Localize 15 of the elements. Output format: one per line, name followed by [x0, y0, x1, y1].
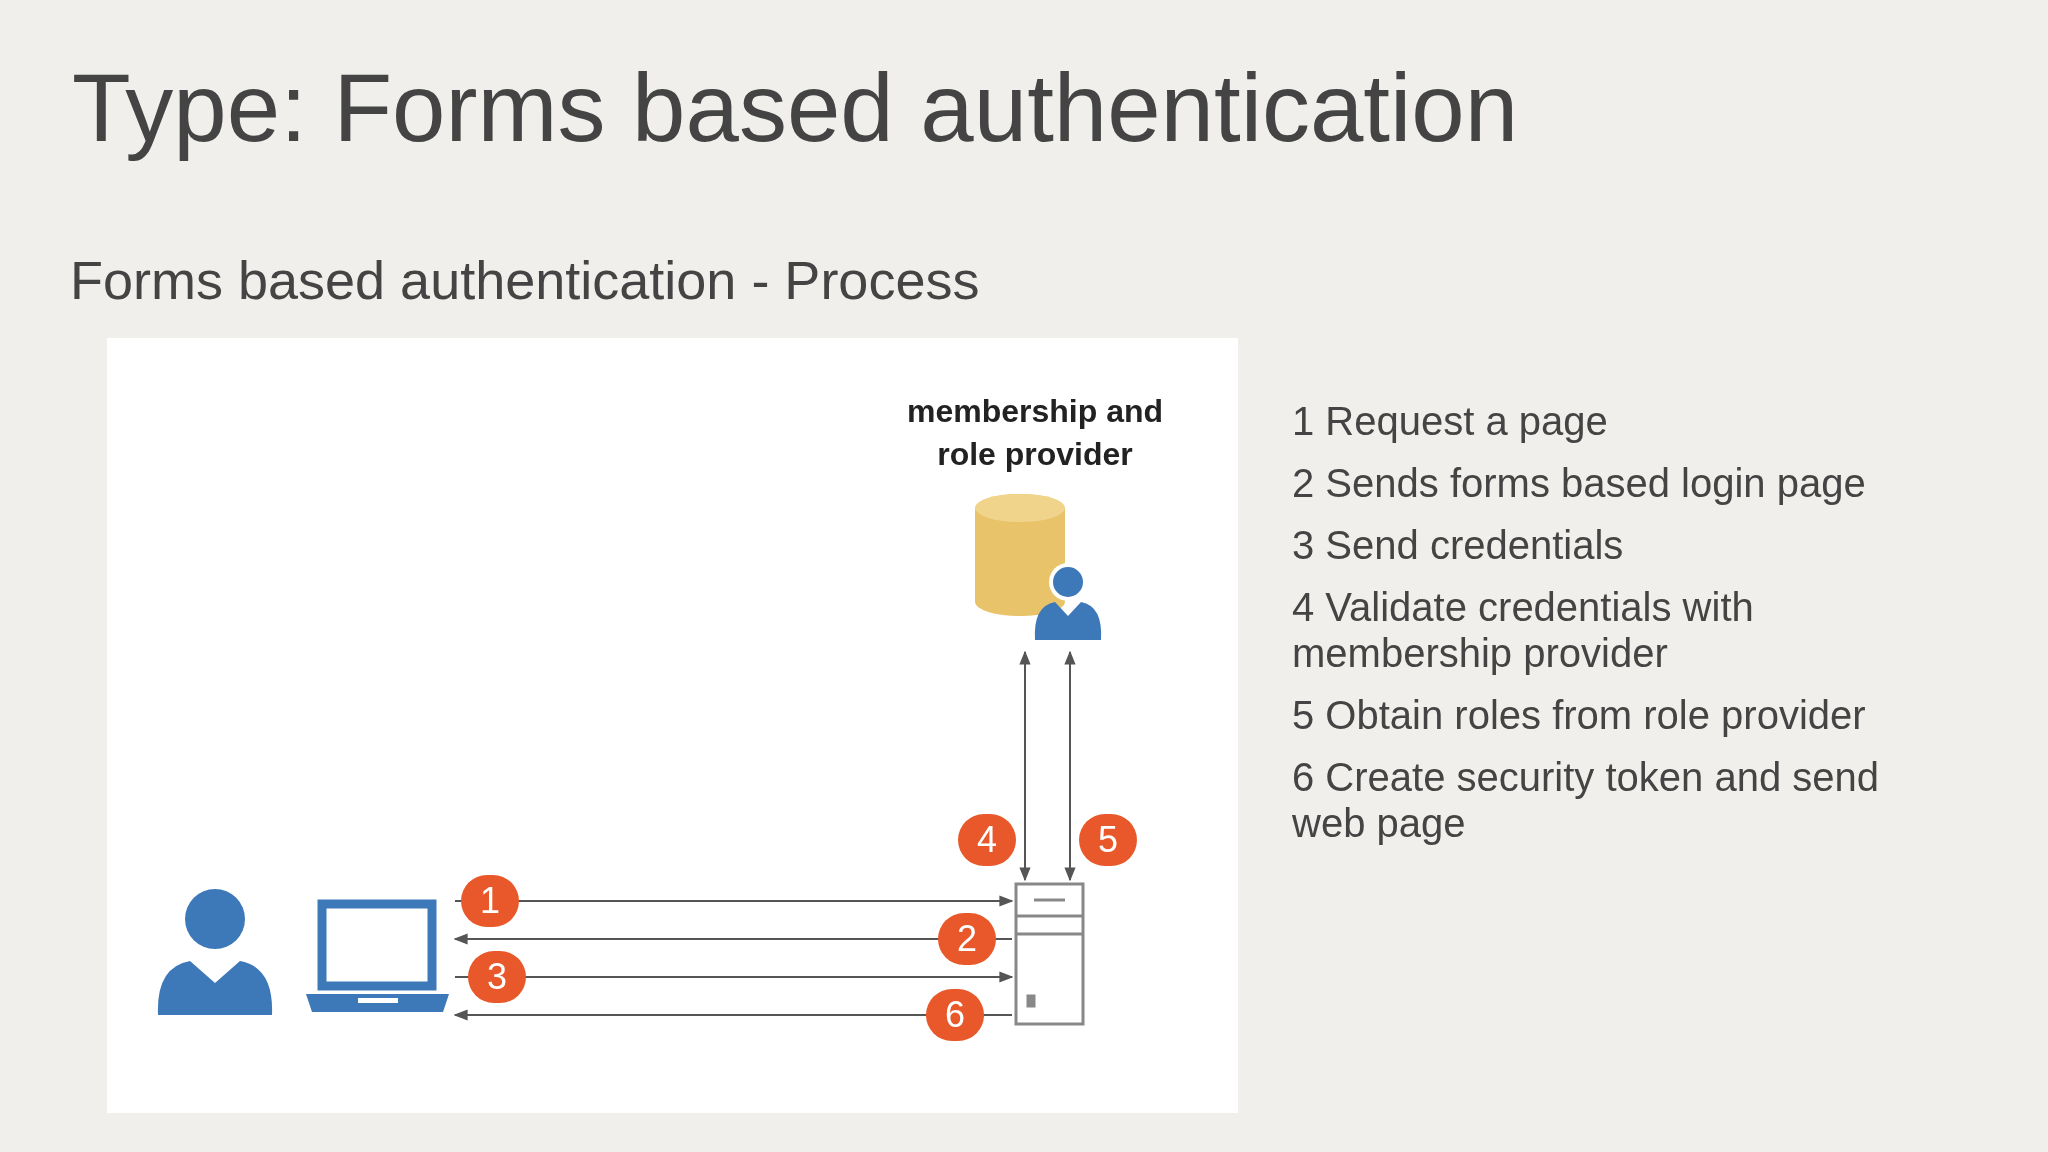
- step-description: 6 Create security token and send web page: [1292, 754, 1880, 846]
- arrow: [454, 895, 1014, 907]
- step-description: 5 Obtain roles from role provider: [1292, 692, 1867, 738]
- step-description: 1 Request a page: [1292, 398, 1609, 444]
- arrow: [1019, 650, 1031, 882]
- step-description: 2 Sends forms based login page: [1292, 460, 1867, 506]
- arrow: [1064, 650, 1076, 882]
- step-description: 4 Validate credentials with membership provider: [1292, 584, 1755, 676]
- step-description: 3 Send credentials: [1292, 522, 1625, 568]
- arrow: [453, 1009, 1013, 1021]
- slide-subtitle: Forms based authentication - Process: [70, 249, 980, 312]
- arrow: [454, 971, 1014, 983]
- arrow: [453, 933, 1013, 945]
- node-heading: membership and role provider: [905, 392, 1165, 475]
- slide-title: Type: Forms based authentication: [72, 53, 1519, 163]
